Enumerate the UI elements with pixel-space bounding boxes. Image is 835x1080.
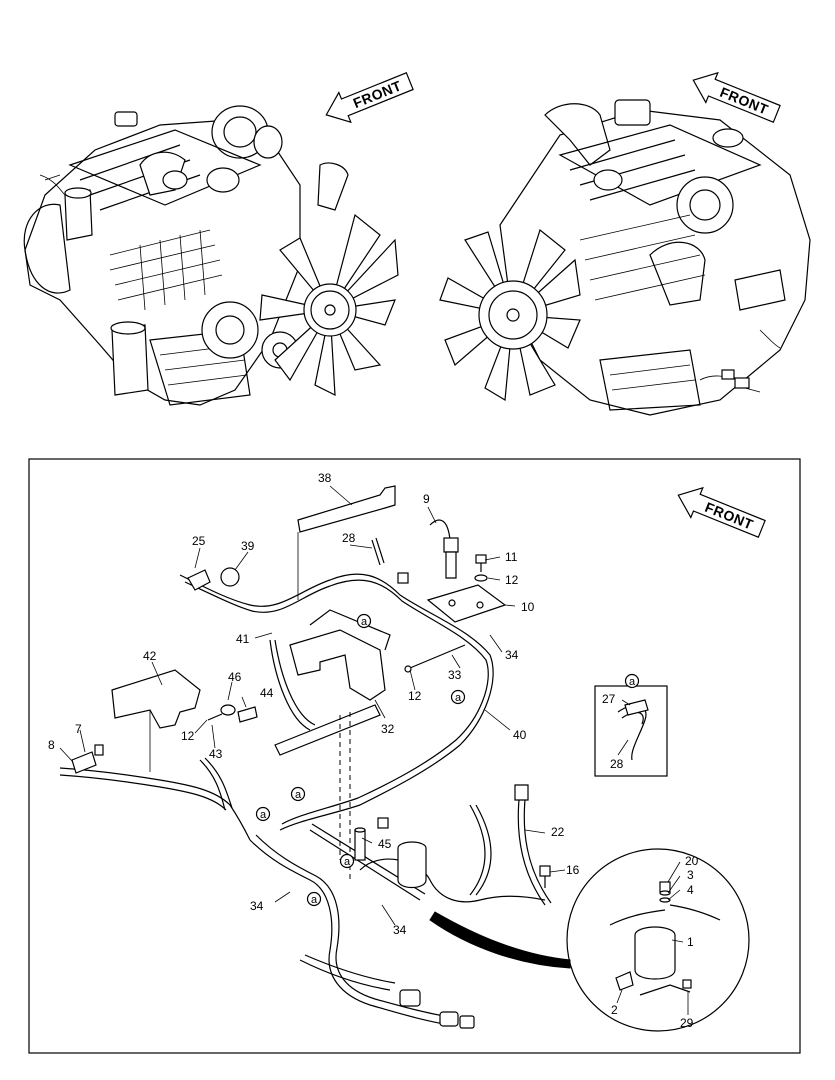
callout-12: 12 bbox=[408, 689, 422, 703]
callout-40: 40 bbox=[513, 728, 527, 742]
svg-text:a: a bbox=[455, 692, 462, 704]
callout-9: 9 bbox=[423, 492, 430, 506]
cable-22 bbox=[517, 789, 552, 906]
callout-11: 11 bbox=[505, 550, 518, 564]
callout-46: 46 bbox=[228, 670, 242, 684]
svg-text:a: a bbox=[260, 809, 267, 821]
bracket-32 bbox=[289, 629, 386, 701]
callout-12: 12 bbox=[181, 729, 195, 743]
circle-a-markers: a a a a a a a bbox=[255, 613, 640, 907]
front-label: FRONT bbox=[718, 84, 771, 118]
callout-4: 4 bbox=[687, 883, 694, 897]
front-arrow-bottom: FRONT bbox=[677, 486, 766, 538]
harness-40 bbox=[179, 573, 494, 831]
callout-8: 8 bbox=[48, 738, 55, 752]
callout-45: 45 bbox=[378, 837, 392, 851]
detail-frame bbox=[28, 458, 801, 1054]
svg-text:a: a bbox=[295, 789, 302, 801]
circle-a: a bbox=[290, 786, 306, 802]
circle-a: a bbox=[339, 853, 355, 869]
callout-3: 3 bbox=[687, 868, 694, 882]
engine-view-right bbox=[439, 99, 811, 416]
callout-2: 2 bbox=[611, 1003, 618, 1017]
callout-34: 34 bbox=[393, 923, 407, 937]
circle-a: a bbox=[624, 673, 640, 689]
front-arrow-top-left: FRONT bbox=[325, 72, 414, 124]
fan-left bbox=[259, 213, 399, 397]
callout-42: 42 bbox=[143, 649, 157, 663]
circle-a: a bbox=[255, 806, 271, 822]
harness-left bbox=[59, 767, 251, 841]
callout-39: 39 bbox=[241, 539, 255, 553]
svg-text:a: a bbox=[311, 894, 318, 906]
callout-12: 12 bbox=[505, 573, 519, 587]
callout-16: 16 bbox=[566, 863, 580, 877]
circle-a: a bbox=[306, 891, 322, 907]
callout-1: 1 bbox=[687, 935, 694, 949]
fan-right bbox=[439, 228, 581, 402]
svg-text:a: a bbox=[361, 616, 368, 628]
bracket-38 bbox=[297, 485, 396, 533]
relay-45 bbox=[354, 817, 427, 889]
leader-lines bbox=[59, 485, 689, 1015]
circle-a: a bbox=[356, 613, 372, 629]
callout-20: 20 bbox=[685, 854, 699, 868]
callout-29: 29 bbox=[680, 1016, 694, 1030]
svg-text:a: a bbox=[344, 856, 351, 868]
callout-43: 43 bbox=[209, 747, 223, 761]
callout-41: 41 bbox=[236, 632, 250, 646]
front-label: FRONT bbox=[703, 499, 756, 533]
callout-28: 28 bbox=[610, 757, 624, 771]
callout-27: 27 bbox=[602, 692, 616, 706]
callout-33: 33 bbox=[448, 668, 462, 682]
callout-32: 32 bbox=[381, 722, 395, 736]
callout-28: 28 bbox=[342, 531, 356, 545]
circle-a: a bbox=[450, 689, 466, 705]
engine-view-left bbox=[23, 105, 399, 406]
plate-10 bbox=[426, 584, 507, 623]
callout-22: 22 bbox=[551, 825, 565, 839]
callout-7: 7 bbox=[75, 722, 82, 736]
callout-10: 10 bbox=[521, 600, 535, 614]
callout-34: 34 bbox=[250, 899, 264, 913]
callout-44: 44 bbox=[260, 686, 274, 700]
part-callouts: 38 9 28 25 39 11 12 10 41 34 33 42 46 44… bbox=[48, 471, 699, 1030]
svg-text:a: a bbox=[629, 676, 636, 688]
callout-38: 38 bbox=[318, 471, 332, 485]
callout-34: 34 bbox=[505, 648, 519, 662]
callout-25: 25 bbox=[192, 534, 206, 548]
front-label: FRONT bbox=[351, 77, 404, 111]
bracket-42 bbox=[111, 669, 201, 729]
